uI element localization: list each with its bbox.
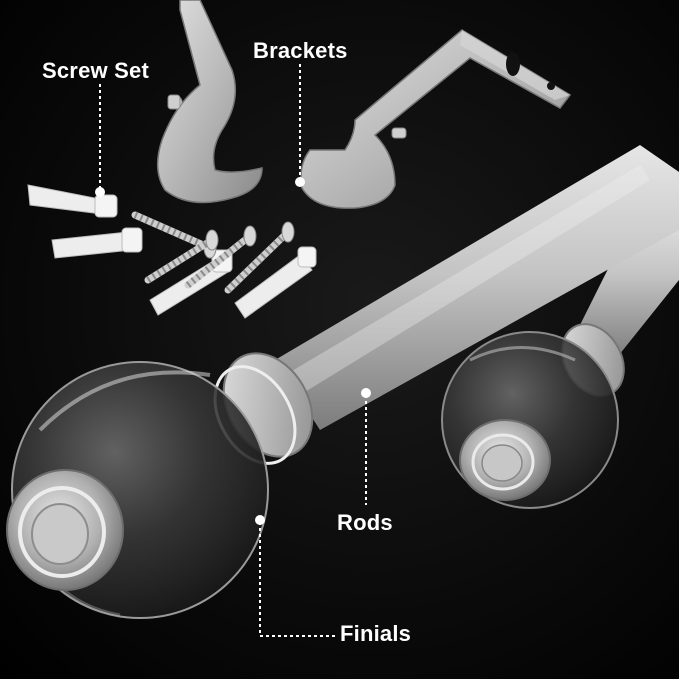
- callout-brackets: [295, 64, 305, 187]
- label-brackets: Brackets: [253, 38, 348, 63]
- screw-4: [224, 221, 295, 294]
- rod-main: [275, 145, 679, 430]
- label-finials: Finials: [340, 621, 412, 646]
- bracket-right: [300, 29, 572, 209]
- screw-1: [131, 211, 217, 259]
- screw-3: [184, 225, 257, 289]
- callout-screw-set: [95, 84, 105, 197]
- screw-set: [27, 184, 317, 319]
- callout-rods: [361, 388, 371, 505]
- bracket-left: [156, 0, 263, 204]
- wall-anchor-1: [27, 184, 118, 218]
- finial-back: [441, 331, 619, 509]
- label-rods: Rods: [337, 510, 393, 535]
- screw-2: [144, 229, 219, 284]
- callout-finials: [255, 515, 335, 637]
- wall-anchor-2: [51, 227, 143, 259]
- wall-anchor-4: [234, 246, 317, 319]
- label-screw-set: Screw Set: [42, 58, 149, 83]
- finial-main: [6, 361, 269, 619]
